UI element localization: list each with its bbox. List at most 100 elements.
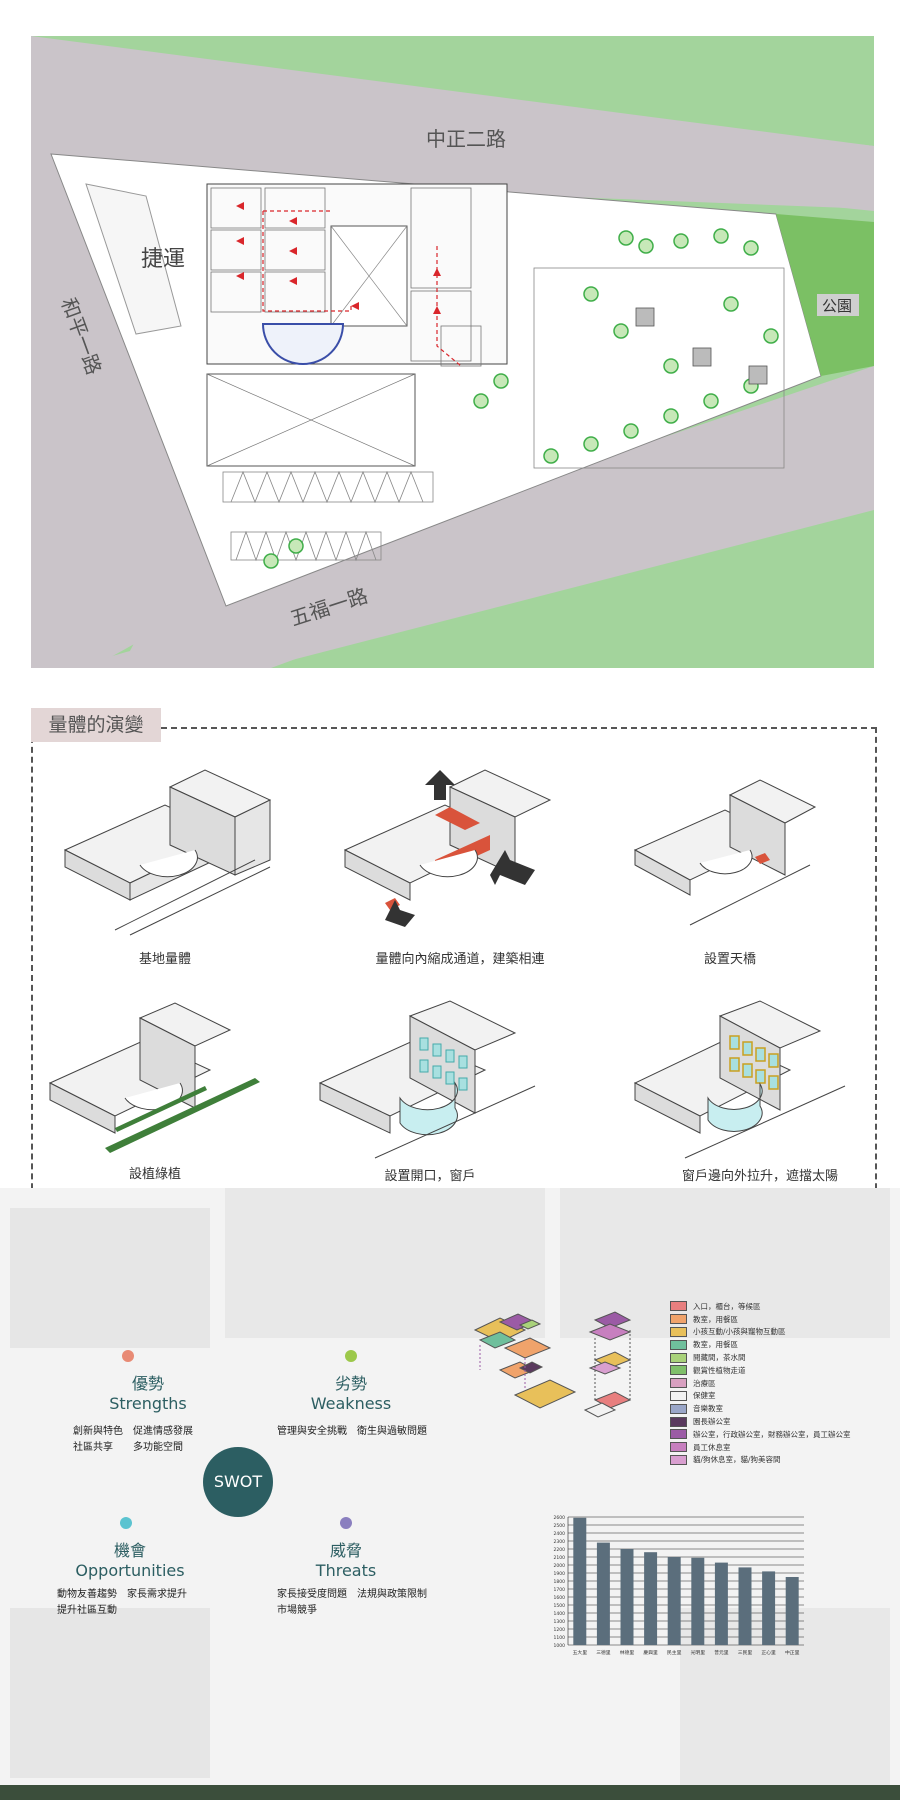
legend-swatch [670,1326,687,1337]
legend-item: 員工休息室 [670,1441,890,1454]
legend-label: 觀賞性植物走道 [693,1365,746,1375]
chart-x-tick-label: 林德里 [620,1649,635,1656]
legend-item: 閱藏間，茶水間 [670,1351,890,1364]
chart-y-tick-label: 2100 [554,1555,566,1561]
opportunities-zh: 機會 [113,1541,146,1560]
legend-item: 觀賞性植物走道 [670,1364,890,1377]
legend-label: 小孩互動/小孩與寵物互動區 [693,1327,786,1337]
weakness-zh: 劣勢 [334,1374,367,1393]
legend-label: 閱藏間，茶水間 [693,1353,746,1363]
legend-label: 貓/狗休息室，貓/狗美容間 [693,1455,781,1465]
legend-swatch [670,1403,687,1414]
volume-step-6-diagram [633,1000,846,1159]
chart-bar [738,1567,752,1645]
volume-step-1-caption: 基地量體 [138,952,191,967]
strengths-zh: 優勢 [131,1374,164,1393]
chart-x-tick-label: 民主里 [667,1649,682,1656]
volume-step-2-diagram [343,769,552,927]
chart-x-tick-label: 三德里 [596,1649,611,1656]
legend-swatch [670,1454,687,1465]
legend-item: 保健室 [670,1390,890,1403]
chart-x-tick-label: 正心里 [761,1649,776,1656]
chart-x-tick-label: 光明里 [691,1649,706,1656]
chart-y-tick-label: 1700 [554,1587,566,1593]
chart-y-tick-label: 1100 [554,1635,566,1641]
legend-item: 小孩互動/小孩與寵物互動區 [670,1326,890,1339]
weakness-en: Weakness [310,1394,392,1413]
volume-evolution-title: 量體的演變 [31,708,161,742]
legend-item: 辦公室，行政辦公室，財務辦公室，員工辦公室 [670,1428,890,1441]
chart-bar [596,1542,610,1645]
chart-y-tick-label: 1300 [554,1619,566,1625]
chart-x-tick-label: 三民里 [738,1650,753,1656]
program-legend: 入口，櫃台，等候區 教室，用餐區 小孩互動/小孩與寵物互動區 教室，用餐區 閱藏… [670,1300,890,1466]
opportunities-en: Opportunities [75,1561,185,1580]
chart-y-tick-label: 1900 [554,1571,566,1577]
legend-label: 教室，用餐區 [693,1314,738,1324]
weakness-heading: 劣勢 Weakness [281,1370,421,1413]
road-label-zhongzheng: 中正二路 [426,127,506,151]
volume-step-5-caption: 設置開口，窗戶 [384,1169,476,1184]
chart-y-tick-label: 1000 [554,1643,566,1649]
chart-bar [667,1557,681,1645]
legend-label: 員工休息室 [693,1442,731,1452]
threats-dot-icon [340,1517,352,1529]
legend-swatch [670,1416,687,1427]
weakness-dot-icon [345,1350,357,1362]
chart-y-tick-label: 1600 [554,1595,566,1601]
park-label: 公園 [822,297,852,315]
chart-x-tick-label: 普元里 [714,1649,729,1656]
legend-swatch [670,1442,687,1453]
opportunities-body: 動物友善趨勢 家長需求提升 提升社區互動 [57,1587,227,1619]
chart-x-tick-label: 慶興里 [643,1649,658,1656]
population-bar-chart: 1000 1100 1200 1300 1400 1500 1600 1700 1800 1900… [554,1515,804,1656]
legend-label: 入口，櫃台，等候區 [693,1301,761,1311]
volume-step-6-caption: 窗戶邊向外拉升，遮擋太陽 [681,1169,838,1184]
volume-step-2-caption: 量體向內縮成通道，建築相連 [375,952,545,967]
legend-label: 辦公室，行政辦公室，財務辦公室，員工辦公室 [693,1429,851,1439]
chart-bar [691,1557,705,1645]
legend-label: 保健室 [693,1391,716,1401]
volume-step-3-diagram [633,779,817,926]
legend-item: 園長辦公室 [670,1415,890,1428]
threats-zh: 威脅 [329,1541,362,1560]
legend-swatch [670,1378,687,1389]
chart-y-tick-label: 1400 [554,1611,566,1617]
legend-label: 教室，用餐區 [693,1340,738,1350]
chart-bar [762,1571,776,1645]
legend-item: 入口，櫃台，等候區 [670,1300,890,1313]
legend-swatch [670,1429,687,1440]
strengths-line: 社區共享 多功能空間 [73,1442,183,1453]
legend-item: 教室，用餐區 [670,1313,890,1326]
chart-y-tick-label: 2400 [554,1531,566,1537]
chart-bar [714,1562,728,1645]
swot-center-badge: SWOT [203,1447,273,1517]
chart-bar [573,1517,587,1645]
chart-y-tick-label: 2200 [554,1547,566,1553]
threats-heading: 威脅 Threats [276,1537,416,1580]
chart-bar [785,1577,799,1645]
legend-swatch [670,1365,687,1376]
chart-y-tick-label: 2300 [554,1539,566,1545]
volume-step-3-caption: 設置天橋 [703,952,756,967]
legend-label: 治療區 [693,1378,716,1388]
chart-y-tick-label: 1200 [554,1627,566,1633]
chart-y-tick-label: 1800 [554,1579,566,1585]
volume-step-5-diagram [318,1000,536,1159]
program-isometric-diagram [473,1311,632,1418]
legend-swatch [670,1314,687,1325]
weakness-body: 管理與安全挑戰 衛生與過敏問題 [277,1424,467,1440]
strengths-body: 創新與特色 促進情感發展 社區共享 多功能空間 [73,1424,223,1456]
chart-y-tick-label: 2000 [554,1563,566,1569]
legend-item: 貓/狗休息室，貓/狗美容間 [670,1454,890,1467]
chart-x-tick-label: 中正里 [785,1649,800,1656]
opportunities-heading: 機會 Opportunities [55,1537,205,1580]
chart-y-tick-label: 1500 [554,1603,566,1609]
chart-y-tick-label: 2600 [554,1515,566,1521]
weakness-line: 管理與安全挑戰 衛生與過敏問題 [277,1426,427,1437]
legend-swatch [670,1301,687,1312]
strengths-en: Strengths [109,1394,187,1413]
legend-item: 治療區 [670,1377,890,1390]
chart-x-tick-label: 五大里 [573,1649,588,1656]
strengths-line: 創新與特色 促進情感發展 [73,1426,193,1437]
